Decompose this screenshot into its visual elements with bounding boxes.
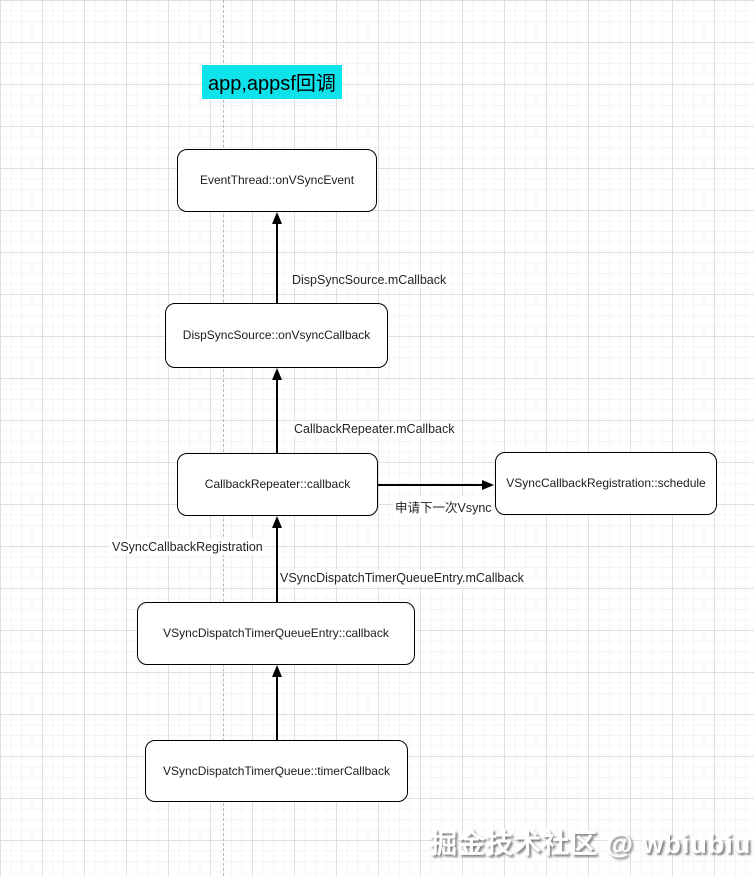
node-label: DispSyncSource::onVsyncCallback — [182, 328, 371, 343]
node-dispsyncsource-onvsynccallback: DispSyncSource::onVsyncCallback — [165, 303, 388, 368]
node-vsyncdispatchtimerqueue-timercallback: VSyncDispatchTimerQueue::timerCallback — [145, 740, 408, 802]
edge-label-dispsyncsource-mcallback: DispSyncSource.mCallback — [290, 272, 449, 288]
arrowhead-callbackrepeater-to-schedule — [482, 480, 494, 490]
node-label: VSyncDispatchTimerQueue::timerCallback — [163, 763, 390, 778]
edge-timerqueueentry-to-callbackrepeater — [276, 522, 278, 602]
watermark-text: 掘金技术社区 @ wbiubiubiu — [430, 829, 754, 859]
page-guide-dashed-line — [223, 0, 224, 876]
node-vsyncdispatchtimerqueueentry-callback: VSyncDispatchTimerQueueEntry::callback — [137, 602, 415, 665]
edge-label-request-next-vsync: 申请下一次Vsync — [393, 496, 494, 517]
node-event-thread-onvsyncevent: EventThread::onVSyncEvent — [177, 149, 377, 212]
edge-label-vsyncdispatchtimerqueueentry-mcallback: VSyncDispatchTimerQueueEntry.mCallback — [278, 570, 526, 586]
diagram-title: app,appsf回调 — [202, 65, 342, 99]
edge-label-callbackrepeater-mcallback: CallbackRepeater.mCallback — [292, 421, 457, 437]
node-label: VSyncDispatchTimerQueueEntry::callback — [163, 626, 389, 641]
arrowhead-dispsyncsource-to-eventthread — [272, 212, 282, 224]
edge-callbackrepeater-to-dispsyncsource — [276, 374, 278, 453]
node-label: EventThread::onVSyncEvent — [199, 173, 355, 188]
edge-timerqueue-to-timerqueueentry — [276, 671, 278, 740]
node-callbackrepeater-callback: CallbackRepeater::callback — [177, 453, 378, 516]
edge-callbackrepeater-to-schedule — [378, 484, 488, 486]
node-label: VSyncCallbackRegistration::schedule — [506, 476, 706, 491]
arrowhead-timerqueueentry-to-callbackrepeater — [272, 516, 282, 528]
arrowhead-callbackrepeater-to-dispsyncsource — [272, 368, 282, 380]
node-label: CallbackRepeater::callback — [204, 477, 351, 492]
edge-dispsyncsource-to-eventthread — [276, 218, 278, 303]
arrowhead-timerqueue-to-timerqueueentry — [272, 665, 282, 677]
node-vsynccallbackregistration-schedule: VSyncCallbackRegistration::schedule — [495, 452, 717, 515]
edge-label-vsynccallbackregistration: VSyncCallbackRegistration — [110, 539, 265, 555]
